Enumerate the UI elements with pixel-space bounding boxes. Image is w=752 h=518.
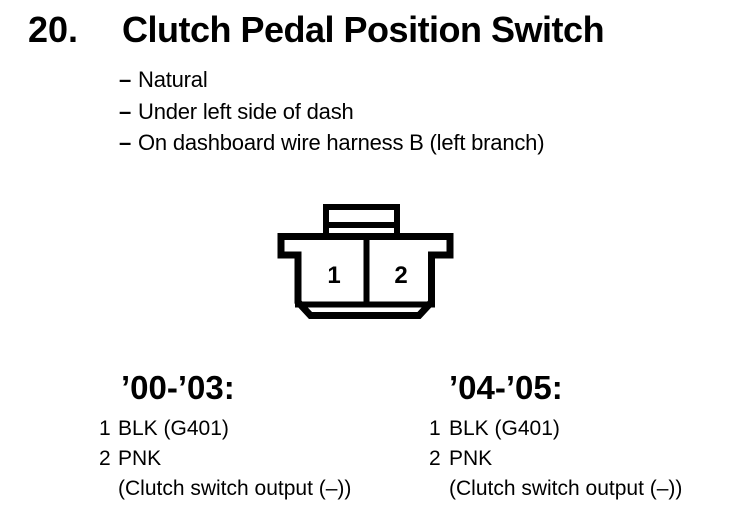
wire-function-note: (Clutch switch output (–)) — [118, 477, 352, 500]
connector-diagram: 1 2 — [277, 204, 454, 319]
note-location: –Under left side of dash — [119, 96, 544, 128]
note-harness-text: On dashboard wire harness B (left branch… — [138, 130, 545, 155]
note-harness: –On dashboard wire harness B (left branc… — [119, 127, 545, 159]
year-range-header-04-05: ’04-’05: — [449, 369, 563, 406]
note-location-text: Under left side of dash — [138, 98, 354, 124]
page-title: Clutch Pedal Position Switch — [122, 9, 605, 50]
connector-body-outline — [277, 233, 454, 319]
pin-number: 2 — [99, 447, 111, 470]
wire-label: BLK (G401) — [118, 417, 229, 440]
connector-latch-tab — [323, 204, 400, 239]
pin-row-1: 1 BLK (G401) — [429, 414, 682, 444]
note-color-text: Natural — [138, 67, 208, 92]
wire-label: BLK (G401) — [449, 417, 560, 440]
pin-number: 1 — [99, 417, 111, 440]
wire-label: PNK — [118, 447, 162, 470]
pin-row-2: 2 PNK — [99, 444, 351, 474]
dash-bullet: – — [119, 67, 132, 92]
pin-row-2: 2 PNK — [429, 444, 682, 474]
pinout-list-04-05: 1 BLK (G401) 2 PNK (Clutch switch output (… — [429, 414, 682, 504]
pinout-list-00-03: 1 BLK (G401) 2 PNK (Clutch switch output (… — [99, 414, 351, 504]
note-color: –Natural — [119, 64, 544, 96]
wire-function-note: (Clutch switch output (–)) — [449, 477, 683, 500]
dash-bullet: – — [119, 130, 132, 155]
section-number: 20. — [28, 9, 79, 50]
pin-number: 1 — [429, 417, 441, 440]
pin-2-label: 2 — [394, 262, 407, 289]
pin-number: 2 — [429, 447, 441, 470]
pin-row-1: 1 BLK (G401) — [99, 414, 351, 444]
dash-bullet: – — [119, 98, 132, 124]
year-range-header-00-03: ’00-’03: — [121, 369, 235, 406]
connector-notes: –Natural –Under left side of dash –On da… — [119, 64, 545, 159]
wire-label: PNK — [449, 447, 493, 470]
pin-1-label: 1 — [327, 262, 340, 289]
